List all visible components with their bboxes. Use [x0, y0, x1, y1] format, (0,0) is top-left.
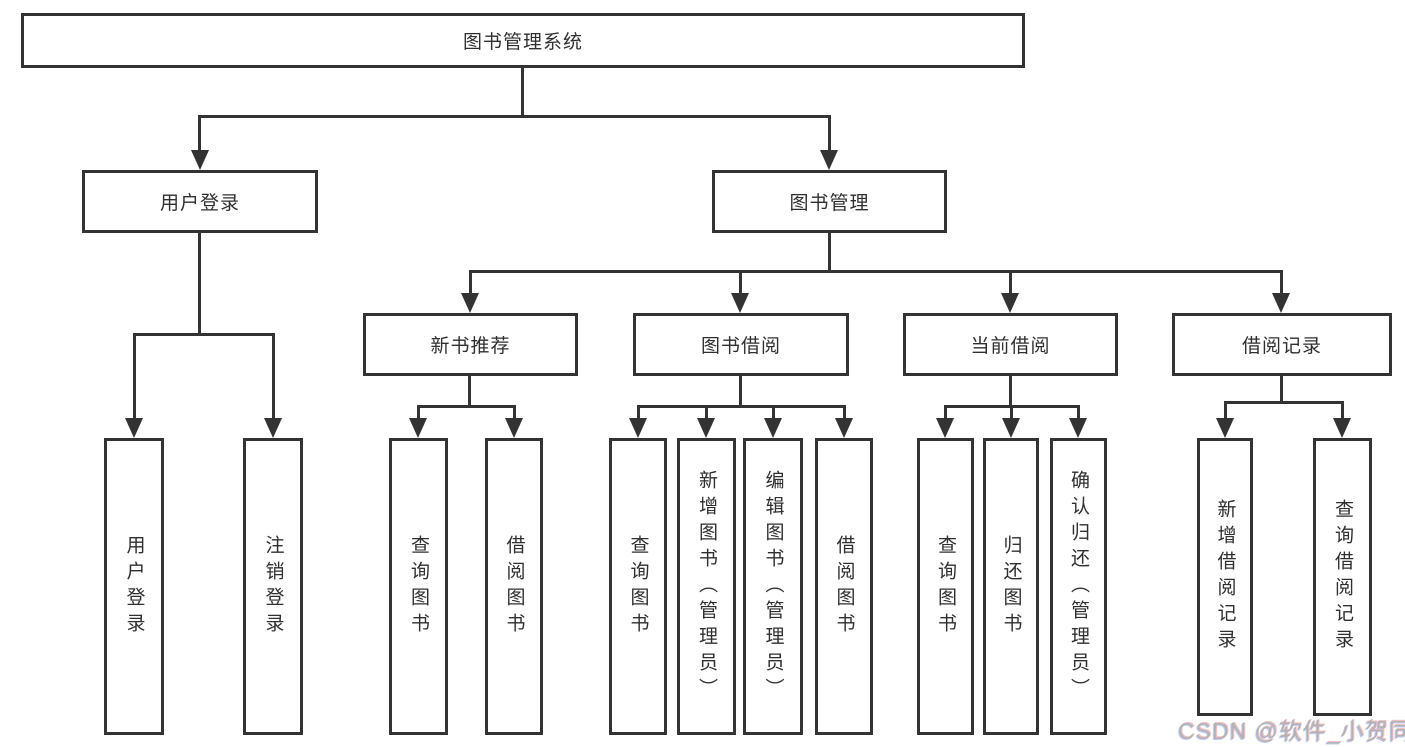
- leaf-borrowing-query-books: 查询图书: [609, 438, 667, 735]
- node-label: 借阅记录: [1241, 336, 1322, 357]
- leaf-recommend-borrow-books: 借阅图书: [485, 438, 543, 735]
- node-label: 新增图书（管理员）: [696, 469, 717, 704]
- node-label: 确认归还（管理员）: [1068, 469, 1089, 704]
- node-book-borrowing: 图书借阅: [633, 313, 849, 376]
- connector-line: [521, 68, 524, 118]
- arrow-down-icon: [1333, 418, 1351, 438]
- arrow-down-icon: [1069, 418, 1087, 438]
- connector-line: [417, 405, 420, 420]
- connector-line: [1280, 270, 1283, 295]
- connector-line: [1010, 405, 1013, 420]
- leaf-return-books: 归还图书: [983, 438, 1039, 735]
- connector-line: [513, 405, 516, 420]
- connector-line: [469, 270, 1283, 273]
- connector-line: [1224, 401, 1344, 404]
- connector-line: [705, 405, 708, 420]
- leaf-query-borrow-record: 查询借阅记录: [1313, 438, 1372, 716]
- connector-line: [417, 405, 516, 408]
- node-label: 编辑图书（管理员）: [762, 469, 784, 704]
- connector-line: [198, 233, 201, 336]
- node-label: 注销登录: [262, 534, 284, 639]
- leaf-borrow-books: 借阅图书: [815, 438, 873, 735]
- node-book-management-branch: 图书管理: [712, 170, 947, 233]
- connector-line: [739, 270, 742, 295]
- connector-line: [468, 376, 471, 407]
- node-label: 查询借阅记录: [1332, 499, 1353, 655]
- arrow-down-icon: [731, 293, 749, 313]
- csdn-watermark: CSDN @软件_小贺同学: [1178, 718, 1405, 744]
- leaf-add-books-admin: 新增图书（管理员）: [677, 438, 736, 735]
- arrow-down-icon: [191, 150, 209, 170]
- connector-line: [272, 333, 275, 420]
- connector-line: [1077, 405, 1080, 420]
- connector-line: [1009, 270, 1012, 295]
- arrow-down-icon: [505, 418, 523, 438]
- node-label: 当前借阅: [970, 336, 1051, 357]
- connector-line: [133, 333, 136, 420]
- arrow-down-icon: [461, 293, 479, 313]
- connector-line: [843, 405, 846, 420]
- node-label: 借阅图书: [503, 534, 525, 639]
- connector-line: [772, 405, 775, 420]
- node-borrowing-records: 借阅记录: [1172, 313, 1392, 376]
- connector-line: [198, 115, 831, 118]
- arrow-down-icon: [1272, 293, 1290, 313]
- connector-line: [1280, 376, 1283, 403]
- node-label: 图书管理: [789, 193, 870, 214]
- connector-line: [1009, 376, 1012, 407]
- connector-line: [469, 270, 472, 295]
- leaf-confirm-return-admin: 确认归还（管理员）: [1050, 438, 1107, 735]
- node-label: 图书管理系统: [462, 32, 583, 53]
- node-label: 查询图书: [408, 534, 429, 639]
- arrow-down-icon: [629, 418, 647, 438]
- arrow-down-icon: [125, 418, 143, 438]
- arrow-down-icon: [764, 418, 782, 438]
- node-label: 查询图书: [627, 534, 649, 639]
- node-root-system: 图书管理系统: [21, 13, 1025, 68]
- connector-line: [133, 333, 275, 336]
- connector-line: [739, 376, 742, 407]
- arrow-down-icon: [1216, 418, 1234, 438]
- leaf-recommend-query-books: 查询图书: [389, 438, 448, 735]
- arrow-down-icon: [835, 418, 853, 438]
- node-label: 用户登录: [159, 193, 240, 214]
- leaf-edit-books-admin: 编辑图书（管理员）: [743, 438, 803, 735]
- node-label: 图书借阅: [700, 336, 781, 357]
- node-label: 新增借阅记录: [1214, 499, 1236, 655]
- node-new-book-recommend: 新书推荐: [363, 313, 578, 376]
- connector-line: [828, 233, 831, 273]
- node-current-borrowing: 当前借阅: [903, 313, 1118, 376]
- connector-line: [1224, 401, 1227, 420]
- arrow-down-icon: [409, 418, 427, 438]
- arrow-down-icon: [1002, 418, 1020, 438]
- arrow-down-icon: [820, 150, 838, 170]
- connector-line: [637, 405, 640, 420]
- arrow-down-icon: [936, 418, 954, 438]
- connector-line: [637, 405, 846, 408]
- arrow-down-icon: [1001, 293, 1019, 313]
- leaf-current-query-books: 查询图书: [917, 438, 974, 735]
- connector-line: [944, 405, 947, 420]
- leaf-logout: 注销登录: [243, 438, 303, 735]
- connector-line: [828, 115, 831, 152]
- node-user-login-branch: 用户登录: [82, 170, 318, 233]
- node-label: 查询图书: [935, 534, 956, 639]
- leaf-add-borrow-record: 新增借阅记录: [1197, 438, 1253, 716]
- connector-line: [1341, 401, 1344, 420]
- arrow-down-icon: [264, 418, 282, 438]
- node-label: 归还图书: [1000, 534, 1022, 639]
- connector-line: [198, 115, 201, 152]
- arrow-down-icon: [697, 418, 715, 438]
- node-label: 新书推荐: [430, 336, 511, 357]
- node-label: 用户登录: [123, 534, 145, 639]
- leaf-user-login: 用户登录: [104, 438, 164, 735]
- node-label: 借阅图书: [833, 534, 855, 639]
